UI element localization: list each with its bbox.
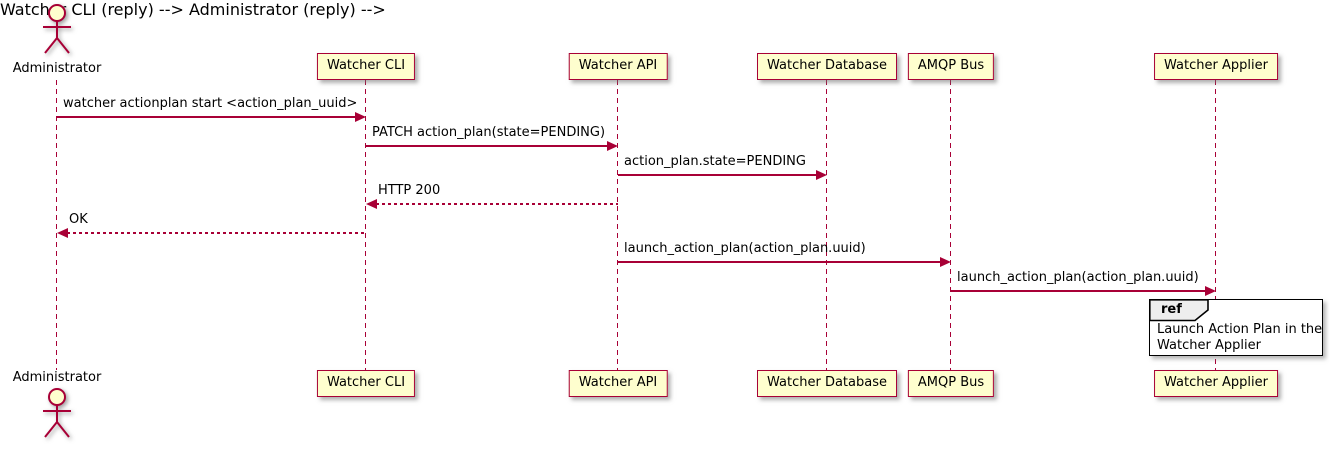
ref-text-line1: Launch Action Plan in the: [1157, 322, 1323, 337]
participant-watcher-cli-bottom: Watcher CLI: [316, 370, 416, 397]
message-line: [57, 116, 360, 118]
lifeline-watcher-api: [617, 80, 618, 370]
participant-label: Watcher Applier: [1164, 58, 1268, 73]
message-label: watcher actionplan start <action_plan_uu…: [63, 96, 358, 111]
message-line: [67, 232, 366, 234]
lifeline-administrator: [56, 80, 57, 370]
ref-text-line2: Watcher Applier: [1157, 338, 1261, 353]
arrowhead-icon: [355, 112, 366, 122]
participant-amqp-bus-bottom: AMQP Bus: [907, 370, 995, 397]
lifeline-watcher-cli: [365, 80, 366, 370]
participant-watcher-api-bottom: Watcher API: [568, 370, 668, 397]
arrowhead-icon: [607, 141, 618, 151]
participant-label: AMQP Bus: [917, 58, 985, 73]
arrowhead-icon: [1205, 286, 1216, 296]
participant-watcher-database-bottom: Watcher Database: [757, 370, 897, 397]
message-label: PATCH action_plan(state=PENDING): [372, 125, 606, 140]
lifeline-watcher-database: [826, 80, 827, 370]
arrowhead-icon: [940, 257, 951, 267]
participant-watcher-applier-bottom: Watcher Applier: [1154, 370, 1278, 397]
actor-icon: [43, 4, 71, 54]
arrowhead-icon: [816, 170, 827, 180]
participant-watcher-applier-top: Watcher Applier: [1154, 53, 1278, 80]
participant-label: Watcher CLI: [326, 375, 406, 390]
message-label: HTTP 200: [378, 183, 441, 198]
message-line: [618, 261, 945, 263]
participant-watcher-api-top: Watcher API: [568, 53, 668, 80]
participant-label: AMQP Bus: [917, 375, 985, 390]
participant-amqp-bus-top: AMQP Bus: [907, 53, 995, 80]
participant-watcher-database-top: Watcher Database: [757, 53, 897, 80]
ref-fragment: ref Launch Action Plan in the Watcher Ap…: [1149, 299, 1323, 356]
actor-label-bottom: Administrator: [12, 370, 102, 385]
message-line: [366, 145, 612, 147]
actor-label-top: Administrator: [12, 61, 102, 76]
ref-keyword: ref: [1161, 302, 1182, 317]
ref-text: Launch Action Plan in the Watcher Applie…: [1157, 322, 1322, 354]
participant-label: Watcher CLI: [326, 58, 406, 73]
ref-header-pentagon: [1149, 299, 1209, 322]
participant-label: Watcher Database: [767, 375, 887, 390]
lifeline-watcher-applier: [1215, 80, 1216, 370]
message-line: [376, 203, 618, 205]
participant-label: Watcher Applier: [1164, 375, 1268, 390]
actor-icon: [43, 388, 71, 438]
participant-label: Watcher Database: [767, 58, 887, 73]
participant-watcher-cli-top: Watcher CLI: [316, 53, 416, 80]
message-label: OK: [69, 212, 88, 227]
lifeline-amqp-bus: [950, 80, 951, 370]
arrowhead-icon: [57, 228, 68, 238]
arrowhead-icon: [366, 199, 377, 209]
participant-label: Watcher API: [578, 375, 658, 390]
message-label: launch_action_plan(action_plan.uuid): [624, 241, 866, 256]
message-label: action_plan.state=PENDING: [624, 154, 806, 169]
participant-label: Watcher API: [578, 58, 658, 73]
message-line: [951, 290, 1210, 292]
message-label: launch_action_plan(action_plan.uuid): [957, 270, 1199, 285]
message-line: [618, 174, 821, 176]
